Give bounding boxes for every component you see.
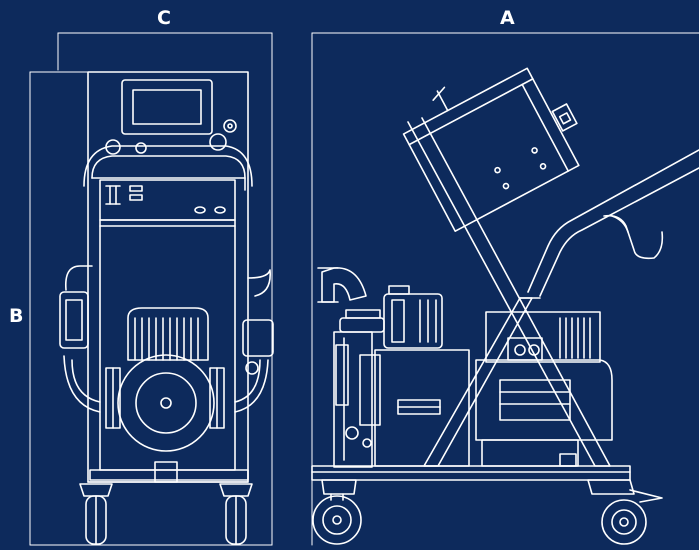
side-base-platform: [312, 466, 630, 480]
front-handle: [92, 156, 245, 190]
side-wheel-right: [588, 480, 662, 544]
front-outlet: [155, 462, 177, 482]
front-display-screen: [133, 90, 201, 124]
front-knob-right: [210, 134, 226, 150]
side-hopper: [393, 40, 594, 231]
front-motor: [106, 308, 224, 451]
side-motor: [375, 312, 612, 466]
side-handle-arm: [528, 150, 699, 296]
side-pump: [334, 310, 384, 467]
side-a-frame: [408, 118, 610, 466]
front-left-fitting: [60, 266, 100, 412]
side-view: [312, 40, 699, 544]
front-right-fitting: [235, 270, 273, 412]
side-motor-fins: [486, 312, 600, 362]
side-wheel-left: [313, 480, 361, 544]
dimension-label-c: C: [157, 7, 171, 29]
side-intake-elbow: [318, 268, 366, 302]
dimension-lines: [30, 33, 699, 545]
front-wheel-right: [220, 484, 252, 544]
front-view: [60, 72, 273, 544]
dimension-label-a: A: [500, 7, 515, 29]
side-valve-box: [384, 286, 442, 348]
front-control-box: [122, 80, 212, 134]
front-wheel-left: [80, 484, 112, 544]
dimension-label-b: B: [9, 305, 24, 327]
